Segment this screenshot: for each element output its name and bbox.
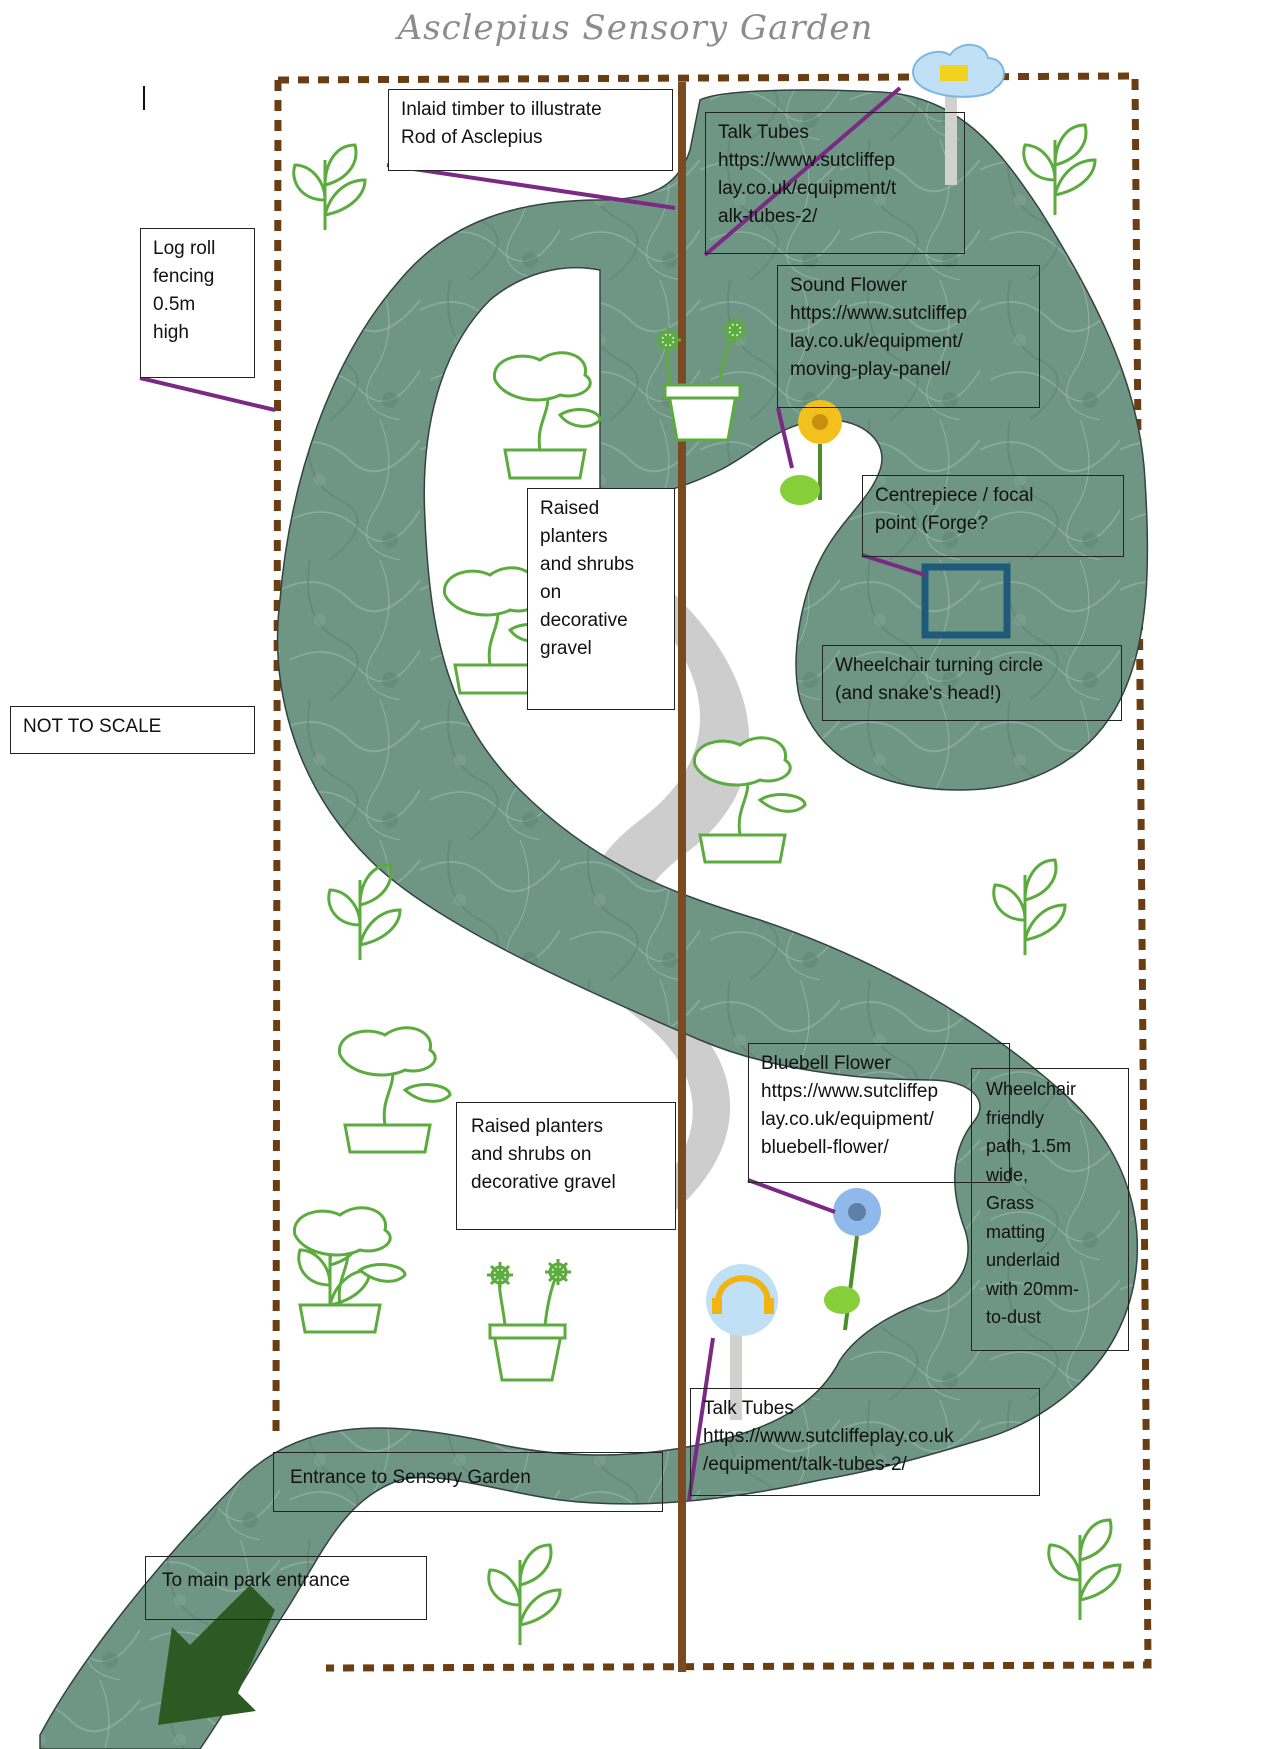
label-sound-flower: Sound Flower https://www.sutcliffep lay.… (777, 265, 1040, 408)
sprout-icon (487, 1543, 562, 1645)
label-log-roll-fencing: Log roll fencing 0.5m high (140, 228, 255, 378)
label-inlaid-timber: Inlaid timber to illustrate Rod of Ascle… (388, 89, 673, 171)
label-bluebell-flower: Bluebell Flower https://www.sutcliffep l… (748, 1043, 1010, 1183)
bonsai-icon (693, 736, 807, 864)
sprout-icon (1022, 123, 1097, 215)
leader-lines (139, 86, 926, 1501)
talk-tube-icon (706, 1264, 778, 1420)
text-cursor (143, 86, 145, 110)
flower-pot-icon (487, 1259, 571, 1382)
cloud-speaker-icon (912, 43, 1005, 185)
label-entrance: Entrance to Sensory Garden (273, 1452, 663, 1512)
forge-square-icon (921, 563, 1011, 639)
sound-flower-icon (780, 400, 842, 505)
log-roll-fence (272, 72, 1152, 1672)
bonsai-icon (338, 1026, 452, 1154)
sprout-icon (292, 143, 367, 230)
label-wheelchair-turning-circle: Wheelchair turning circle (and snake's h… (822, 645, 1122, 721)
rod-of-asclepius-timber (678, 82, 686, 1672)
page-title: Asclepius Sensory Garden (397, 8, 874, 48)
sprout-icon (297, 1223, 372, 1320)
label-centrepiece: Centrepiece / focal point (Forge? (862, 475, 1124, 557)
sprout-icon (1047, 1518, 1122, 1620)
exit-arrow-icon (158, 1585, 275, 1725)
label-talk-tubes-bottom: Talk Tubes https://www.sutcliffeplay.co.… (690, 1388, 1040, 1496)
flower-pot-icon (655, 317, 748, 442)
label-talk-tubes-top: Talk Tubes https://www.sutcliffep lay.co… (705, 112, 965, 254)
label-wheelchair-path: Wheelchair friendly path, 1.5m wide, Gra… (971, 1068, 1129, 1351)
bonsai-icon (493, 351, 602, 480)
bonsai-icon (293, 1206, 407, 1334)
sprout-icon (992, 858, 1067, 955)
bluebell-flower-icon (824, 1188, 881, 1331)
sprout-icon (327, 863, 402, 960)
label-not-to-scale: NOT TO SCALE (10, 706, 255, 754)
label-raised-planters-bottom: Raised planters and shrubs on decorative… (456, 1102, 676, 1230)
wheelchair-path (39, 89, 1149, 1749)
label-raised-planters-top: Raised planters and shrubs on decorative… (527, 488, 675, 710)
label-main-park-entrance: To main park entrance (145, 1556, 427, 1620)
